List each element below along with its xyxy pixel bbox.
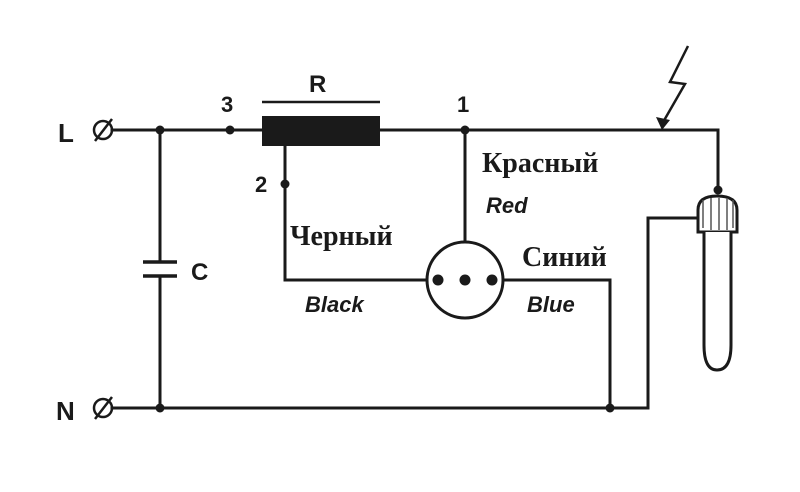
black-wire-label-ru: Черный (290, 221, 393, 252)
node-1-label: 1 (457, 92, 469, 117)
junction-n-cap (155, 403, 165, 413)
capacitor-label: C (191, 259, 208, 286)
blue-wire-label-en: Blue (527, 292, 575, 317)
junction-node-2 (280, 179, 290, 189)
wire-line-top (110, 128, 720, 192)
lightning-icon (656, 45, 690, 130)
terminal-l (92, 118, 114, 142)
junction-lamp (713, 185, 723, 195)
red-wire-label-en: Red (486, 193, 528, 218)
lamp-icon (696, 194, 739, 372)
blue-wire-label-ru: Синий (522, 242, 607, 273)
wire-neutral-bottom (110, 216, 702, 410)
junction-node-3 (225, 125, 235, 135)
node-3-label: 3 (221, 92, 233, 117)
black-wire-label-en: Black (305, 292, 365, 317)
wire-blue (490, 278, 612, 410)
resistor-body (262, 116, 380, 146)
resistor-label: R (309, 71, 326, 98)
wire-black (283, 144, 440, 282)
terminal-n (92, 396, 114, 420)
red-wire-label-ru: Красный (482, 148, 598, 179)
junction-l-cap (155, 125, 165, 135)
junction-n-blue (605, 403, 615, 413)
starter-socket (425, 240, 505, 320)
terminal-n-label: N (56, 396, 75, 426)
terminal-l-label: L (58, 118, 74, 148)
node-2-label: 2 (255, 172, 267, 197)
junction-node-1 (460, 125, 470, 135)
